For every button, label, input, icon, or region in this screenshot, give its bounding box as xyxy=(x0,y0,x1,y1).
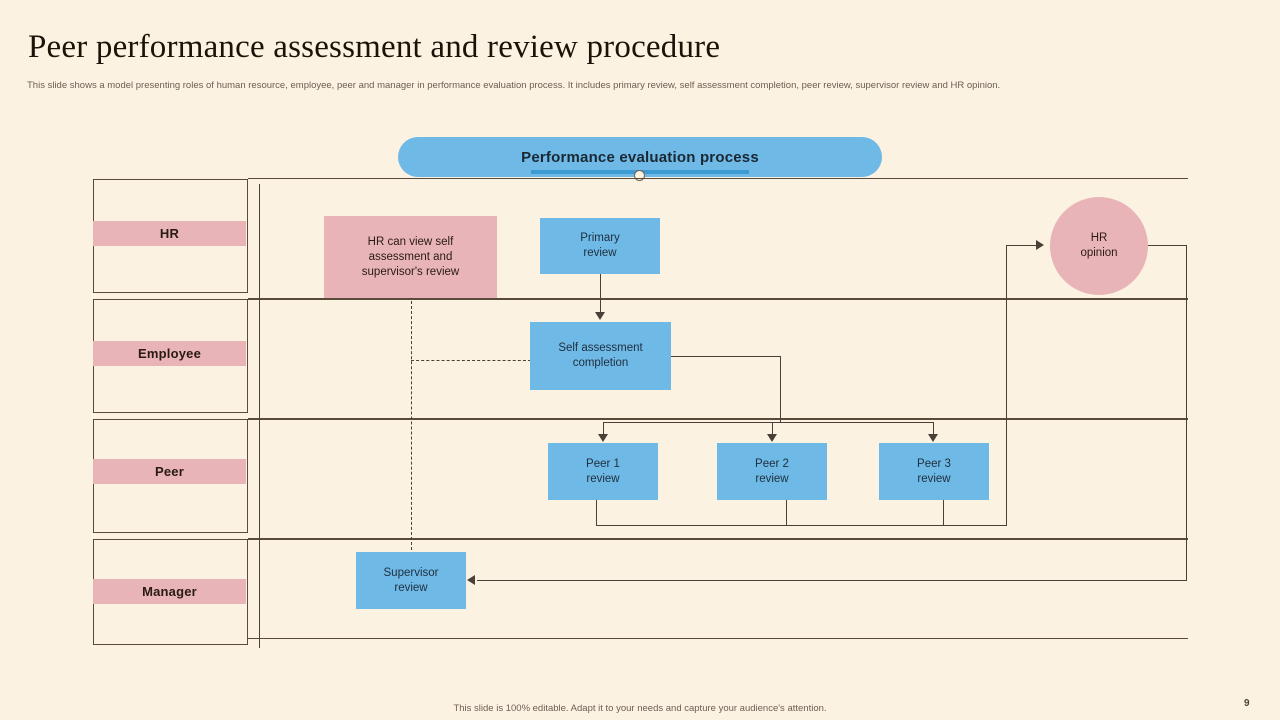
connector-hr-opinion-down xyxy=(1186,245,1187,580)
node-hr-note-line-3: supervisor's review xyxy=(361,265,460,278)
page-title: Peer performance assessment and review p… xyxy=(28,29,721,65)
node-peer-2-line-2: review xyxy=(755,472,789,485)
banner-marker-dot-icon xyxy=(634,170,645,181)
lane-label-text-manager: Manager xyxy=(142,584,197,599)
arrow-into-hr-opinion-icon xyxy=(1036,240,1044,250)
node-peer-1-line-2: review xyxy=(586,472,620,485)
lane-label-hr[interactable]: HR xyxy=(93,221,246,246)
page-subtitle: This slide shows a model presenting role… xyxy=(27,80,1001,91)
node-peer-2-line-1: Peer 2 xyxy=(755,457,789,470)
connector-peer3-out xyxy=(943,500,944,525)
lane-row-employee xyxy=(248,299,1188,419)
connector-peer-distribution-bus xyxy=(603,422,933,423)
node-peer-2-review[interactable]: Peer 2 review xyxy=(717,443,827,500)
arrow-to-peer1-icon xyxy=(598,434,608,442)
connector-hr-to-supervisor xyxy=(477,580,1187,581)
node-primary-review[interactable]: Primary review xyxy=(540,218,660,274)
node-self-assessment-text: Self assessment completion xyxy=(558,341,642,371)
lane-divider-vertical xyxy=(259,184,260,648)
lane-row-hr xyxy=(248,178,1188,299)
connector-peer3-drop xyxy=(933,422,934,436)
node-hr-note-text: HR can view self assessment and supervis… xyxy=(362,235,459,280)
node-hr-opinion-line-2: opinion xyxy=(1080,247,1118,259)
node-peer-3-line-2: review xyxy=(917,472,951,485)
node-peer-1-text: Peer 1 review xyxy=(586,457,620,487)
node-supervisor-line-2: review xyxy=(394,581,428,594)
node-supervisor-text: Supervisor review xyxy=(384,566,439,596)
node-peer-3-review[interactable]: Peer 3 review xyxy=(879,443,989,500)
connector-peer2-drop xyxy=(772,422,773,436)
lane-label-text-peer: Peer xyxy=(155,464,184,479)
node-hr-opinion-text: HR opinion xyxy=(1080,231,1117,261)
connector-peer2-out xyxy=(786,500,787,525)
connector-self-right xyxy=(670,356,781,357)
connector-hr-note-dashed-to-self xyxy=(411,360,531,361)
node-peer-3-line-1: Peer 3 xyxy=(917,457,951,470)
footer-note: This slide is 100% editable. Adapt it to… xyxy=(453,703,827,714)
connector-peer-collector-bus xyxy=(596,525,1007,526)
connector-into-hr-opinion xyxy=(1006,245,1042,246)
connector-peer1-drop xyxy=(603,422,604,436)
node-supervisor-line-1: Supervisor xyxy=(383,566,439,579)
node-self-assessment-line-2: completion xyxy=(572,357,629,369)
node-supervisor-review[interactable]: Supervisor review xyxy=(356,552,466,609)
lane-label-employee[interactable]: Employee xyxy=(93,341,246,366)
arrow-primary-to-self-icon xyxy=(595,312,605,320)
arrow-to-peer3-icon xyxy=(928,434,938,442)
node-self-assessment-line-1: Self assessment xyxy=(558,342,643,354)
lane-label-peer[interactable]: Peer xyxy=(93,459,246,484)
lane-label-text-employee: Employee xyxy=(137,346,201,361)
node-hr-note-line-2: assessment and xyxy=(368,250,453,263)
node-peer-3-text: Peer 3 review xyxy=(917,457,951,487)
lane-label-manager[interactable]: Manager xyxy=(93,579,246,604)
connector-hr-note-dashed-vertical xyxy=(411,296,412,550)
banner-label: Performance evaluation process xyxy=(521,148,759,166)
node-primary-review-line-1: Primary xyxy=(580,232,620,244)
connector-hr-opinion-right xyxy=(1148,245,1187,246)
node-peer-2-text: Peer 2 review xyxy=(755,457,789,487)
node-hr-opinion[interactable]: HR opinion xyxy=(1050,197,1148,295)
node-hr-note-line-1: HR can view self xyxy=(367,235,454,248)
node-primary-review-line-2: review xyxy=(583,247,617,259)
node-peer-1-line-1: Peer 1 xyxy=(586,457,620,470)
arrow-into-supervisor-icon xyxy=(467,575,475,585)
node-self-assessment-completion[interactable]: Self assessment completion xyxy=(530,322,671,390)
connector-self-down xyxy=(780,356,781,422)
node-hr-opinion-line-1: HR xyxy=(1090,232,1108,244)
arrow-to-peer2-icon xyxy=(767,434,777,442)
node-peer-1-review[interactable]: Peer 1 review xyxy=(548,443,658,500)
connector-collector-up-to-hr xyxy=(1006,245,1007,526)
node-primary-review-text: Primary review xyxy=(580,231,620,261)
connector-primary-to-self xyxy=(600,274,601,314)
lane-label-text-hr: HR xyxy=(159,226,180,241)
lane-row-manager xyxy=(248,539,1188,639)
connector-peer1-out xyxy=(596,500,597,525)
lane-row-peer xyxy=(248,419,1188,539)
page-number: 9 xyxy=(1244,698,1250,709)
node-hr-note[interactable]: HR can view self assessment and supervis… xyxy=(324,216,497,298)
